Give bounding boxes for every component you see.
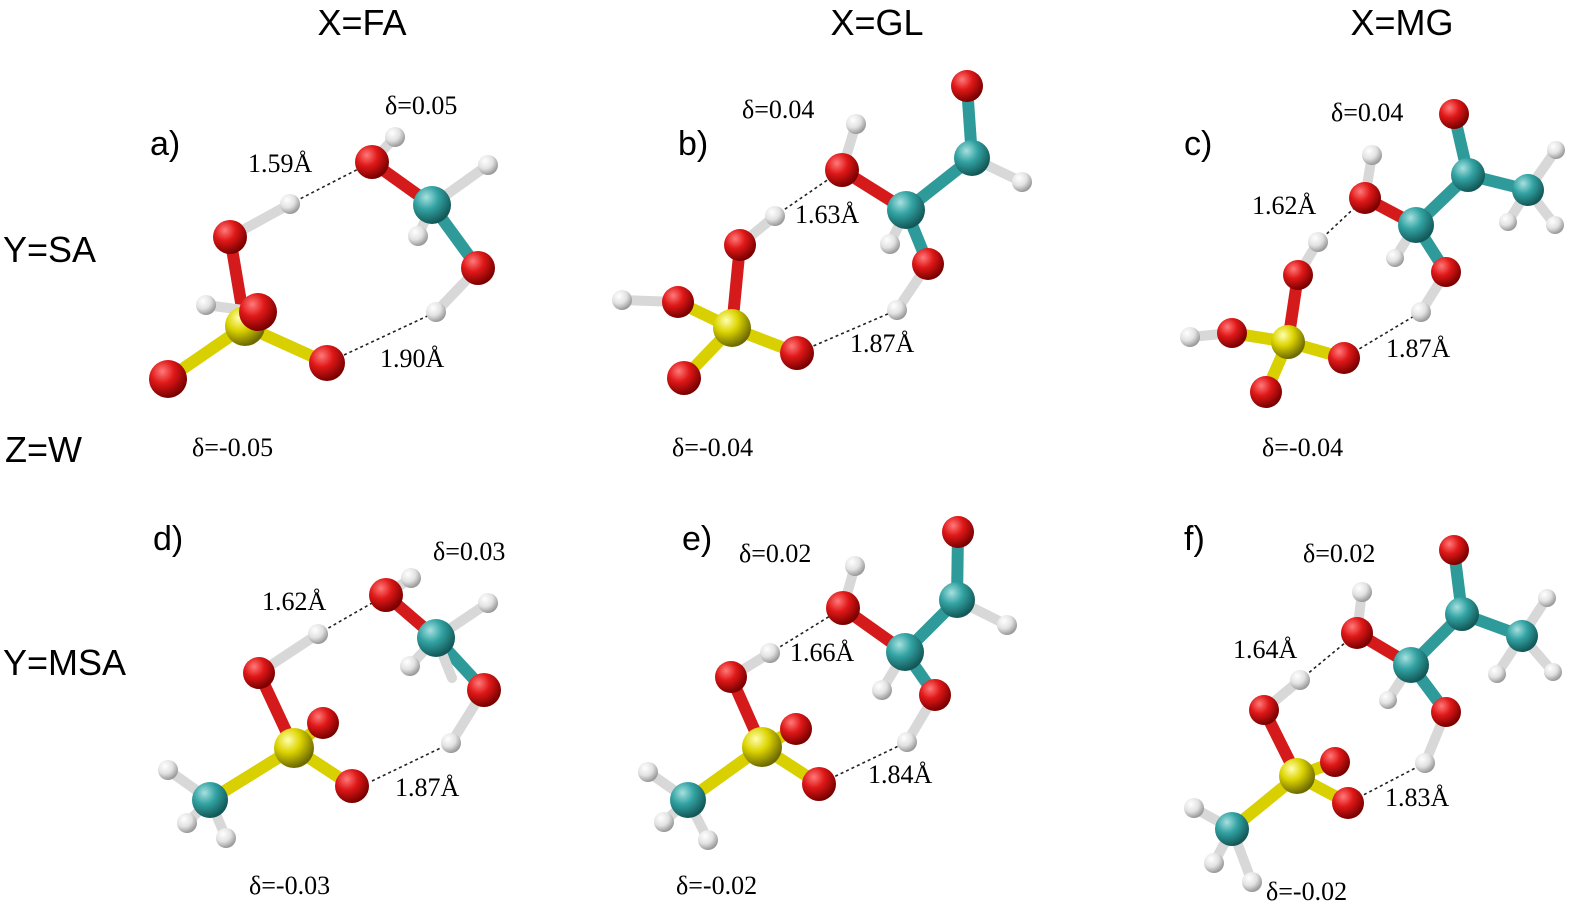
row-header-msa: Y=MSA	[3, 642, 126, 683]
hbond-distance-2-e: 1.84Å	[868, 760, 933, 789]
delta-bottom-f: δ=-0.02	[1266, 877, 1347, 906]
panel-e: e) δ=0.02 1.66Å 1.84Å δ=-0.02	[638, 516, 1017, 900]
molecule-a	[149, 127, 498, 398]
molecule-d	[158, 568, 501, 848]
hbond-distance-1-c: 1.62Å	[1252, 191, 1317, 220]
delta-top-b: δ=0.04	[742, 95, 814, 124]
panel-label-f: f)	[1184, 520, 1205, 558]
delta-top-f: δ=0.02	[1303, 539, 1375, 568]
panel-a: a) δ=0.05 1.59Å 1.90Å δ=-0.05	[149, 91, 498, 462]
delta-top-d: δ=0.03	[433, 537, 505, 566]
panel-f: f) δ=0.02 1.64Å 1.83Å δ=-0.02	[1184, 520, 1562, 906]
delta-top-e: δ=0.02	[739, 539, 811, 568]
hbond-distance-1-d: 1.62Å	[262, 587, 327, 616]
column-header-mg: X=MG	[1350, 2, 1453, 43]
row-header-water: Z=W	[5, 429, 82, 470]
panel-label-b: b)	[678, 125, 708, 163]
delta-bottom-d: δ=-0.03	[249, 871, 330, 900]
molecule-f	[1184, 535, 1562, 892]
hbond-distance-2-f: 1.83Å	[1385, 783, 1450, 812]
panel-label-a: a)	[150, 125, 180, 163]
hbond-distance-2-c: 1.87Å	[1386, 334, 1451, 363]
molecule-b	[612, 70, 1032, 395]
delta-bottom-b: δ=-0.04	[672, 433, 753, 462]
delta-top-a: δ=0.05	[385, 91, 457, 120]
hbond-distance-2-b: 1.87Å	[850, 329, 915, 358]
panel-label-e: e)	[682, 520, 712, 558]
panel-label-c: c)	[1184, 125, 1212, 163]
panel-label-d: d)	[153, 520, 183, 558]
hbond-distance-1-b: 1.63Å	[795, 200, 860, 229]
column-header-fa: X=FA	[317, 2, 406, 43]
hbond-distance-2-d: 1.87Å	[395, 773, 460, 802]
molecule-e	[638, 516, 1017, 850]
column-header-gl: X=GL	[830, 2, 923, 43]
delta-bottom-c: δ=-0.04	[1262, 433, 1343, 462]
row-header-sa: Y=SA	[3, 229, 96, 270]
delta-top-c: δ=0.04	[1331, 98, 1403, 127]
hbond-distance-2-a: 1.90Å	[380, 344, 445, 373]
panel-c: c) δ=0.04 1.62Å 1.87Å δ=-0.04	[1180, 98, 1565, 462]
hbond-distance-1-e: 1.66Å	[790, 638, 855, 667]
panel-d: d) δ=0.03 1.62Å 1.87Å δ=-0.03	[153, 520, 505, 900]
panel-b: b) δ=0.04 1.63Å 1.87Å δ=-0.04	[612, 70, 1032, 462]
hbond-distance-1-f: 1.64Å	[1233, 635, 1298, 664]
molecule-c	[1180, 99, 1565, 408]
delta-bottom-e: δ=-0.02	[676, 871, 757, 900]
hbond-distance-1-a: 1.59Å	[248, 149, 313, 178]
delta-bottom-a: δ=-0.05	[192, 433, 273, 462]
